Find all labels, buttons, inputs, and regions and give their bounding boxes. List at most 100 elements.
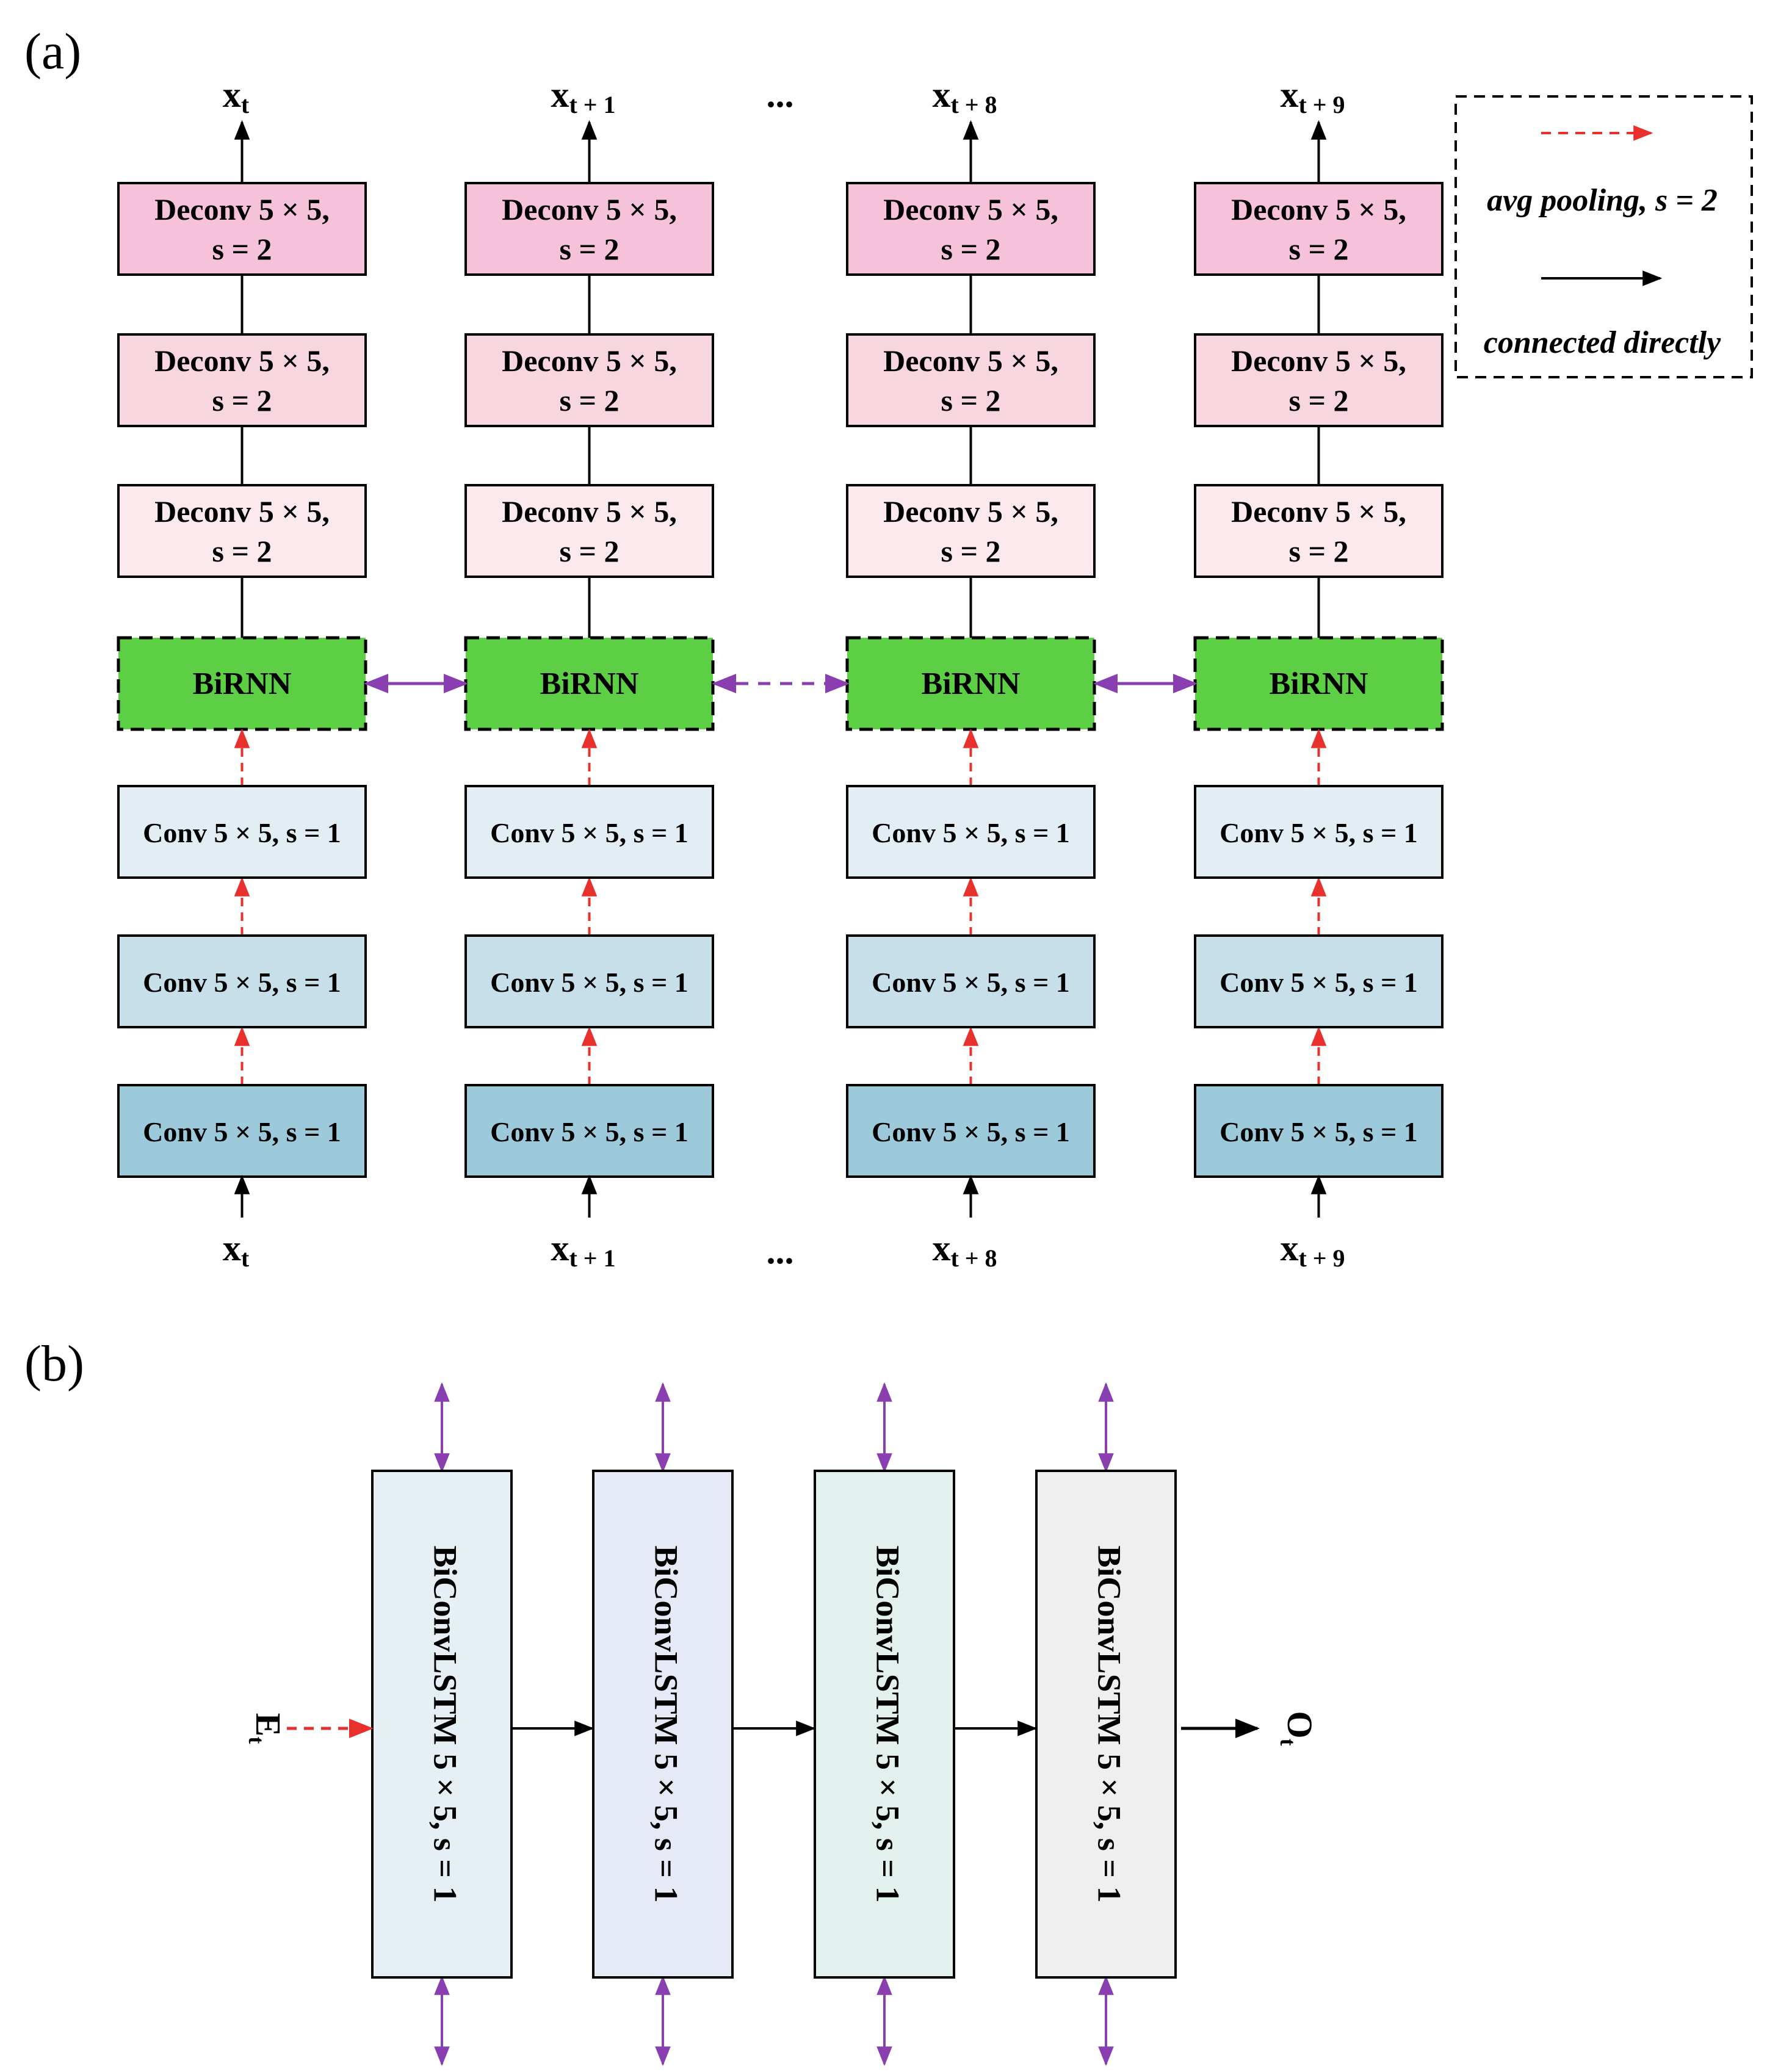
birnn-label: BiRNN (922, 666, 1021, 701)
birnn-label: BiRNN (1270, 666, 1368, 701)
input-frame-label: xt + 9 (1280, 1228, 1345, 1272)
deconv-stride-label: s = 2 (941, 534, 1001, 568)
deconv-stride-label: s = 2 (941, 383, 1001, 417)
deconv-label: Deconv 5 × 5, (883, 344, 1058, 378)
biconvlstm-box (814, 1470, 955, 1979)
deconv-stride-label: s = 2 (212, 383, 272, 417)
column-3: xt + 8 Deconv 5 × 5, s = 2 Deconv 5 × 5, s =… (845, 74, 1096, 1272)
conv-label: Conv 5 × 5, s = 1 (1220, 817, 1418, 848)
deconv-box (1194, 182, 1444, 276)
deconv-label: Deconv 5 × 5, (154, 344, 330, 378)
conv-label: Conv 5 × 5, s = 1 (143, 1116, 341, 1147)
conv-label: Conv 5 × 5, s = 1 (872, 817, 1070, 848)
conv-label: Conv 5 × 5, s = 1 (872, 967, 1070, 998)
biconvlstm-box (592, 1470, 734, 1979)
deconv-stride-label: s = 2 (212, 534, 272, 568)
conv-label: Conv 5 × 5, s = 1 (490, 817, 688, 848)
input-label-et: Et (244, 1713, 288, 1744)
column-2: xt + 1 Deconv 5 × 5, s = 2 Deconv 5 × 5, s =… (464, 74, 715, 1272)
svg-text:Et: Et (244, 1713, 288, 1744)
conv-label: Conv 5 × 5, s = 1 (143, 817, 341, 848)
output-label-ot: Ot (1276, 1711, 1320, 1745)
biconvlstm-label: BiConvLSTM 5 × 5, s = 1 (427, 1545, 464, 1902)
svg-text:Ot: Ot (1276, 1711, 1320, 1745)
conv-box (846, 785, 1096, 879)
deconv-stride-label: s = 2 (560, 383, 620, 417)
conv-label: Conv 5 × 5, s = 1 (1220, 967, 1418, 998)
birnn-label: BiRNN (540, 666, 639, 701)
deconv-box (1194, 333, 1444, 427)
deconv-stride-label: s = 2 (560, 534, 620, 568)
biconvlstm-block-1: BiConvLSTM 5 × 5, s = 1 (371, 1382, 513, 2067)
deconv-label: Deconv 5 × 5, (502, 192, 677, 226)
deconv-stride-label: s = 2 (1289, 232, 1349, 266)
deconv-box (846, 484, 1096, 578)
biconvlstm-block-3: BiConvLSTM 5 × 5, s = 1 (814, 1382, 955, 2067)
panel-b: (b) (24, 1335, 84, 1392)
output-frame-label: xt + 1 (551, 74, 615, 118)
deconv-stride-label: s = 2 (941, 232, 1001, 266)
legend-box (1454, 95, 1753, 378)
deconv-stride-label: s = 2 (1289, 534, 1349, 568)
deconv-label: Deconv 5 × 5, (883, 192, 1058, 226)
conv-label: Conv 5 × 5, s = 1 (872, 1116, 1070, 1147)
conv-box (846, 1084, 1096, 1178)
conv-box (464, 934, 714, 1028)
conv-box (464, 785, 714, 879)
biconvlstm-block-2: BiConvLSTM 5 × 5, s = 1 (592, 1382, 734, 2067)
input-frame-label: xt (223, 1228, 250, 1272)
conv-label: Conv 5 × 5, s = 1 (490, 1116, 688, 1147)
deconv-stride-label: s = 2 (1289, 383, 1349, 417)
panel-a-label: (a) (24, 23, 81, 80)
birnn-box (117, 636, 367, 731)
conv-label: Conv 5 × 5, s = 1 (143, 967, 341, 998)
deconv-label: Deconv 5 × 5, (1231, 494, 1406, 529)
conv-box (1194, 785, 1444, 879)
conv-box (117, 785, 367, 879)
top-ellipsis: ... (767, 74, 794, 115)
conv-label: Conv 5 × 5, s = 1 (1220, 1116, 1418, 1147)
deconv-label: Deconv 5 × 5, (154, 494, 330, 529)
deconv-label: Deconv 5 × 5, (1231, 344, 1406, 378)
conv-label: Conv 5 × 5, s = 1 (490, 967, 688, 998)
biconvlstm-block-4: BiConvLSTM 5 × 5, s = 1 (1035, 1382, 1177, 2067)
legend: avg pooling, s = 2 connected directly (1454, 95, 1753, 378)
deconv-box (117, 182, 367, 276)
birnn-box (1193, 636, 1444, 731)
deconv-label: Deconv 5 × 5, (883, 494, 1058, 529)
panel-a: (a) (24, 23, 81, 80)
deconv-box (846, 182, 1096, 276)
deconv-box (1194, 484, 1444, 578)
output-frame-label: xt (223, 74, 250, 118)
deconv-box (464, 484, 714, 578)
biconvlstm-label: BiConvLSTM 5 × 5, s = 1 (1091, 1545, 1128, 1902)
conv-box (117, 934, 367, 1028)
output-frame-label: xt + 9 (1280, 74, 1345, 118)
deconv-label: Deconv 5 × 5, (154, 192, 330, 226)
conv-box (464, 1084, 714, 1178)
biconvlstm-label: BiConvLSTM 5 × 5, s = 1 (648, 1545, 685, 1902)
deconv-box (464, 182, 714, 276)
deconv-stride-label: s = 2 (560, 232, 620, 266)
birnn-box (464, 636, 715, 731)
legend-item-connected-directly: connected directly (1484, 325, 1721, 360)
deconv-stride-label: s = 2 (212, 232, 272, 266)
input-frame-label: xt + 1 (551, 1228, 615, 1272)
deconv-box (464, 333, 714, 427)
conv-box (846, 934, 1096, 1028)
legend-item-avg-pooling: avg pooling, s = 2 (1487, 183, 1718, 218)
panel-b-label: (b) (24, 1335, 84, 1392)
input-frame-label: xt + 8 (932, 1228, 997, 1272)
bottom-ellipsis: ... (767, 1231, 794, 1271)
column-4: xt + 9 Deconv 5 × 5, s = 2 Deconv 5 × 5, s =… (1193, 74, 1444, 1272)
deconv-label: Deconv 5 × 5, (502, 344, 677, 378)
deconv-label: Deconv 5 × 5, (502, 494, 677, 529)
birnn-label: BiRNN (193, 666, 292, 701)
biconvlstm-label: BiConvLSTM 5 × 5, s = 1 (870, 1545, 906, 1902)
biconvlstm-blocks: BiConvLSTM 5 × 5, s = 1 BiConvLSTM 5 × 5,… (371, 1382, 1177, 2067)
deconv-label: Deconv 5 × 5, (1231, 192, 1406, 226)
biconvlstm-box (1035, 1470, 1177, 1979)
